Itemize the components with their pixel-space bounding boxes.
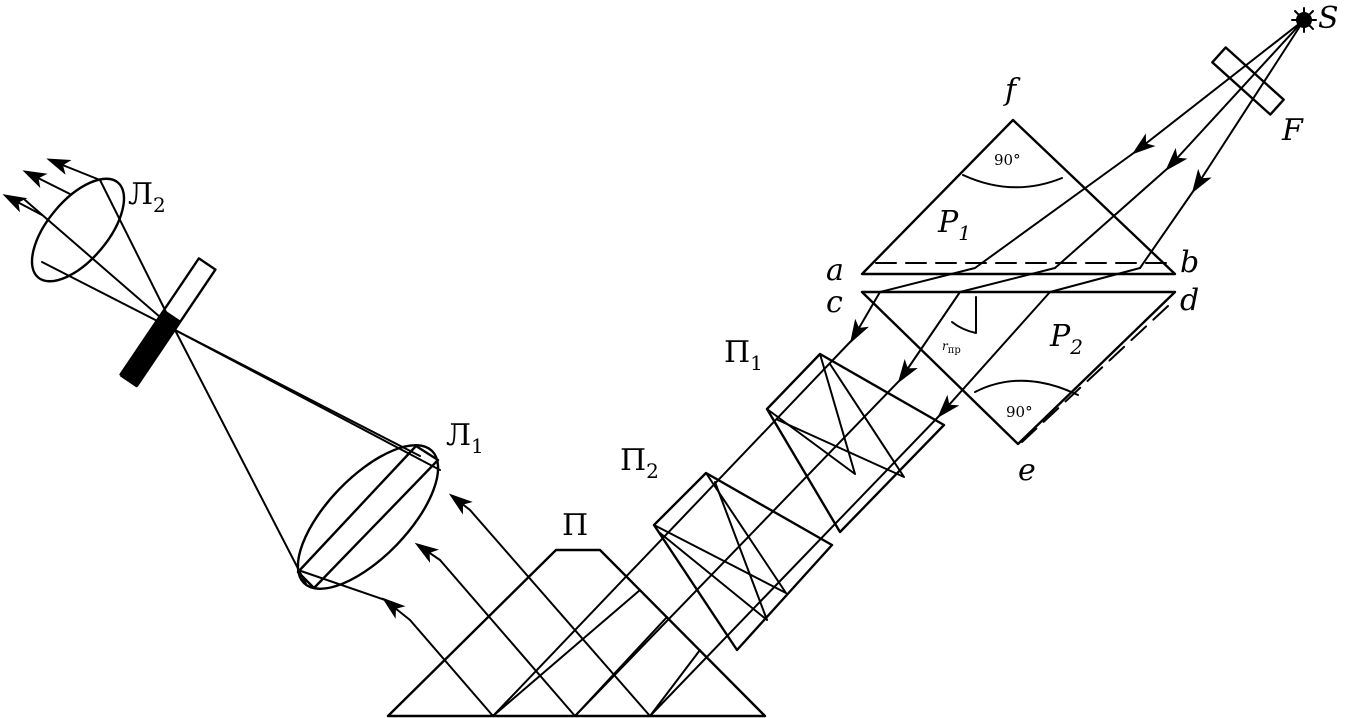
label-angle-bottom: 90° [1006,403,1033,421]
label-vertex-a: a [826,253,844,288]
source-rays [974,19,1305,269]
label-prism1: P1 [937,205,971,245]
base-prism [386,509,767,718]
plate-p2 [652,471,834,652]
label-prism2: P2 [1049,319,1083,359]
plate-p1 [765,352,946,534]
lens-l1 [296,444,440,590]
label-vertex-d: d [1180,283,1199,318]
label-critical-angle: rпр [942,339,961,356]
label-angle-top: 90° [994,151,1021,169]
focused-rays [174,329,441,601]
prism-p1 [860,118,1177,276]
label-vertex-b: b [1180,245,1199,280]
label-filter: F [1281,113,1304,148]
label-vertex-e: e [1018,453,1036,488]
label-lens2: Л2 [128,177,166,217]
label-vertex-c: c [826,285,843,320]
prism-p2 [860,290,1177,446]
return-rays [381,493,473,621]
label-source: S [1318,1,1339,36]
label-vertex-f: f [1003,73,1021,108]
label-plate1: П1 [724,335,763,375]
label-lens1: Л1 [446,418,484,458]
lens-l2 [2,158,176,331]
label-plate: П [562,508,588,543]
gap-rays [849,267,1141,418]
transit-rays [492,339,941,717]
label-plate2: П2 [620,443,659,483]
